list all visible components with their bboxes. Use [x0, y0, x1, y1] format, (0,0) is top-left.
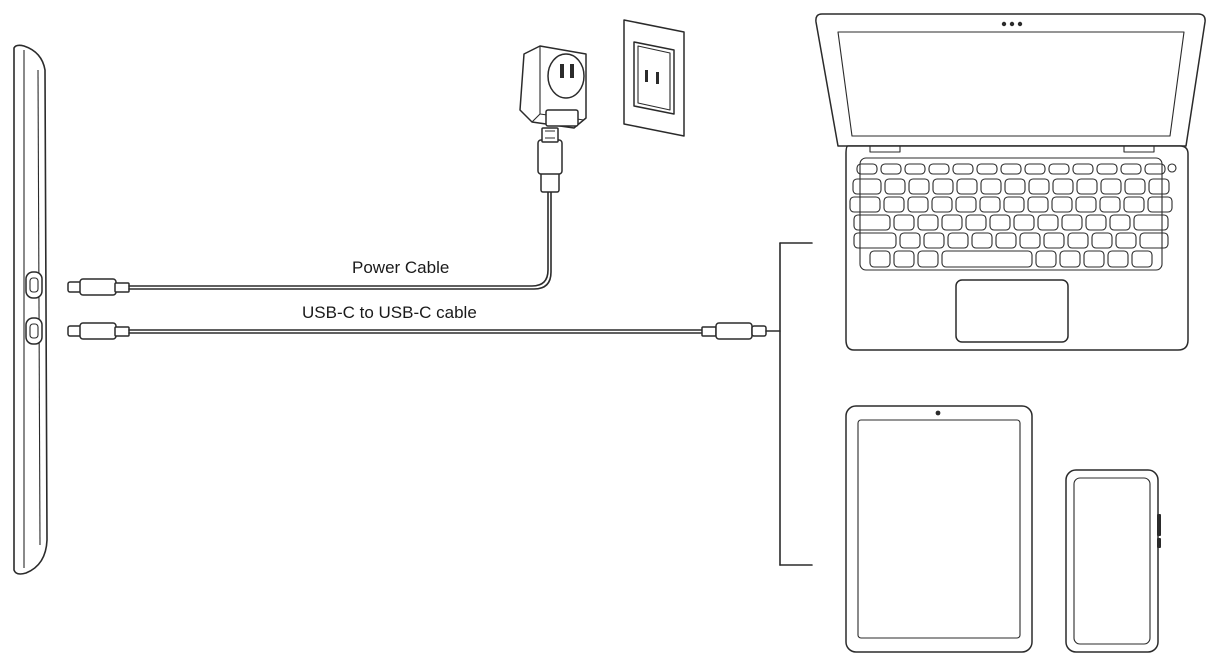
keyboard-key	[1133, 214, 1169, 231]
keyboard-key	[1052, 178, 1074, 195]
keyboard-key	[941, 214, 963, 231]
keyboard-key	[1091, 232, 1113, 249]
keyboard-key	[1107, 250, 1129, 268]
keyboard-key	[853, 232, 897, 249]
keyboard-key	[1100, 178, 1122, 195]
keyboard-key	[908, 178, 930, 195]
keyboard-key	[1115, 232, 1137, 249]
keyboard-key	[1028, 178, 1050, 195]
keyboard-key	[1075, 196, 1097, 213]
laptop-icon	[815, 13, 1206, 351]
pen-display-side-icon	[13, 44, 48, 575]
power-cable-label: Power Cable	[352, 258, 450, 277]
keyboard-key	[1067, 232, 1089, 249]
keyboard-key	[907, 196, 929, 213]
device-bracket	[765, 242, 813, 566]
keyboard-key	[1024, 163, 1046, 175]
keyboard-key	[1043, 232, 1065, 249]
keyboard-key	[1059, 250, 1081, 268]
keyboard-key	[932, 178, 954, 195]
keyboard-key	[1085, 214, 1107, 231]
wall-outlet-icon	[623, 19, 685, 137]
keyboard-key	[1035, 250, 1057, 268]
tablet-icon	[845, 405, 1033, 653]
keyboard-key	[928, 163, 950, 175]
keyboard-key	[956, 178, 978, 195]
keyboard-key	[971, 232, 993, 249]
keyboard-key	[893, 250, 915, 268]
keyboard-key	[852, 178, 882, 195]
keyboard-key	[1003, 196, 1025, 213]
keyboard-key	[1147, 196, 1173, 213]
keyboard-key	[884, 178, 906, 195]
power-adapter-icon	[519, 45, 587, 129]
usb-c-port-icon	[25, 317, 43, 345]
smartphone-icon	[1065, 469, 1161, 653]
keyboard-key	[965, 214, 987, 231]
keyboard-key	[893, 214, 915, 231]
keyboard-key	[899, 232, 921, 249]
keyboard-key	[853, 214, 891, 231]
usb-c-cable	[67, 322, 767, 340]
keyboard-key	[955, 196, 977, 213]
power-cable	[67, 127, 563, 296]
keyboard-key	[917, 214, 939, 231]
keyboard-key	[947, 232, 969, 249]
keyboard-key	[917, 250, 939, 268]
keyboard-key	[1109, 214, 1131, 231]
touchpad	[955, 279, 1069, 343]
keyboard-key	[1019, 232, 1041, 249]
keyboard-key	[1013, 214, 1035, 231]
keyboard-key	[1120, 163, 1142, 175]
keyboard-key	[904, 163, 926, 175]
keyboard-key	[1139, 232, 1169, 249]
usb-c-cable-label: USB-C to USB-C cable	[302, 303, 477, 322]
keyboard-key	[883, 196, 905, 213]
keyboard-key	[1124, 178, 1146, 195]
keyboard-key	[995, 232, 1017, 249]
keyboard-key	[1072, 163, 1094, 175]
keyboard-key	[941, 250, 1033, 268]
keyboard-key	[989, 214, 1011, 231]
keyboard-key	[1083, 250, 1105, 268]
keyboard-key	[979, 196, 1001, 213]
keyboard-key	[952, 163, 974, 175]
keyboard-key	[1123, 196, 1145, 213]
keyboard-key	[1096, 163, 1118, 175]
keyboard-key	[931, 196, 953, 213]
keyboard-key	[1144, 163, 1166, 175]
keyboard-key	[880, 163, 902, 175]
keyboard-key	[1148, 178, 1170, 195]
power-port-icon	[25, 271, 43, 299]
keyboard	[849, 163, 1173, 268]
keyboard-key	[1061, 214, 1083, 231]
keyboard-key	[1099, 196, 1121, 213]
keyboard-key	[923, 232, 945, 249]
keyboard-key	[1051, 196, 1073, 213]
keyboard-key	[1131, 250, 1153, 268]
keyboard-key	[849, 196, 881, 213]
keyboard-key	[869, 250, 891, 268]
keyboard-key	[1076, 178, 1098, 195]
keyboard-key	[976, 163, 998, 175]
keyboard-key	[1027, 196, 1049, 213]
keyboard-key	[1037, 214, 1059, 231]
keyboard-key	[1004, 178, 1026, 195]
keyboard-key	[1000, 163, 1022, 175]
keyboard-key	[1048, 163, 1070, 175]
keyboard-key	[856, 163, 878, 175]
keyboard-key	[980, 178, 1002, 195]
